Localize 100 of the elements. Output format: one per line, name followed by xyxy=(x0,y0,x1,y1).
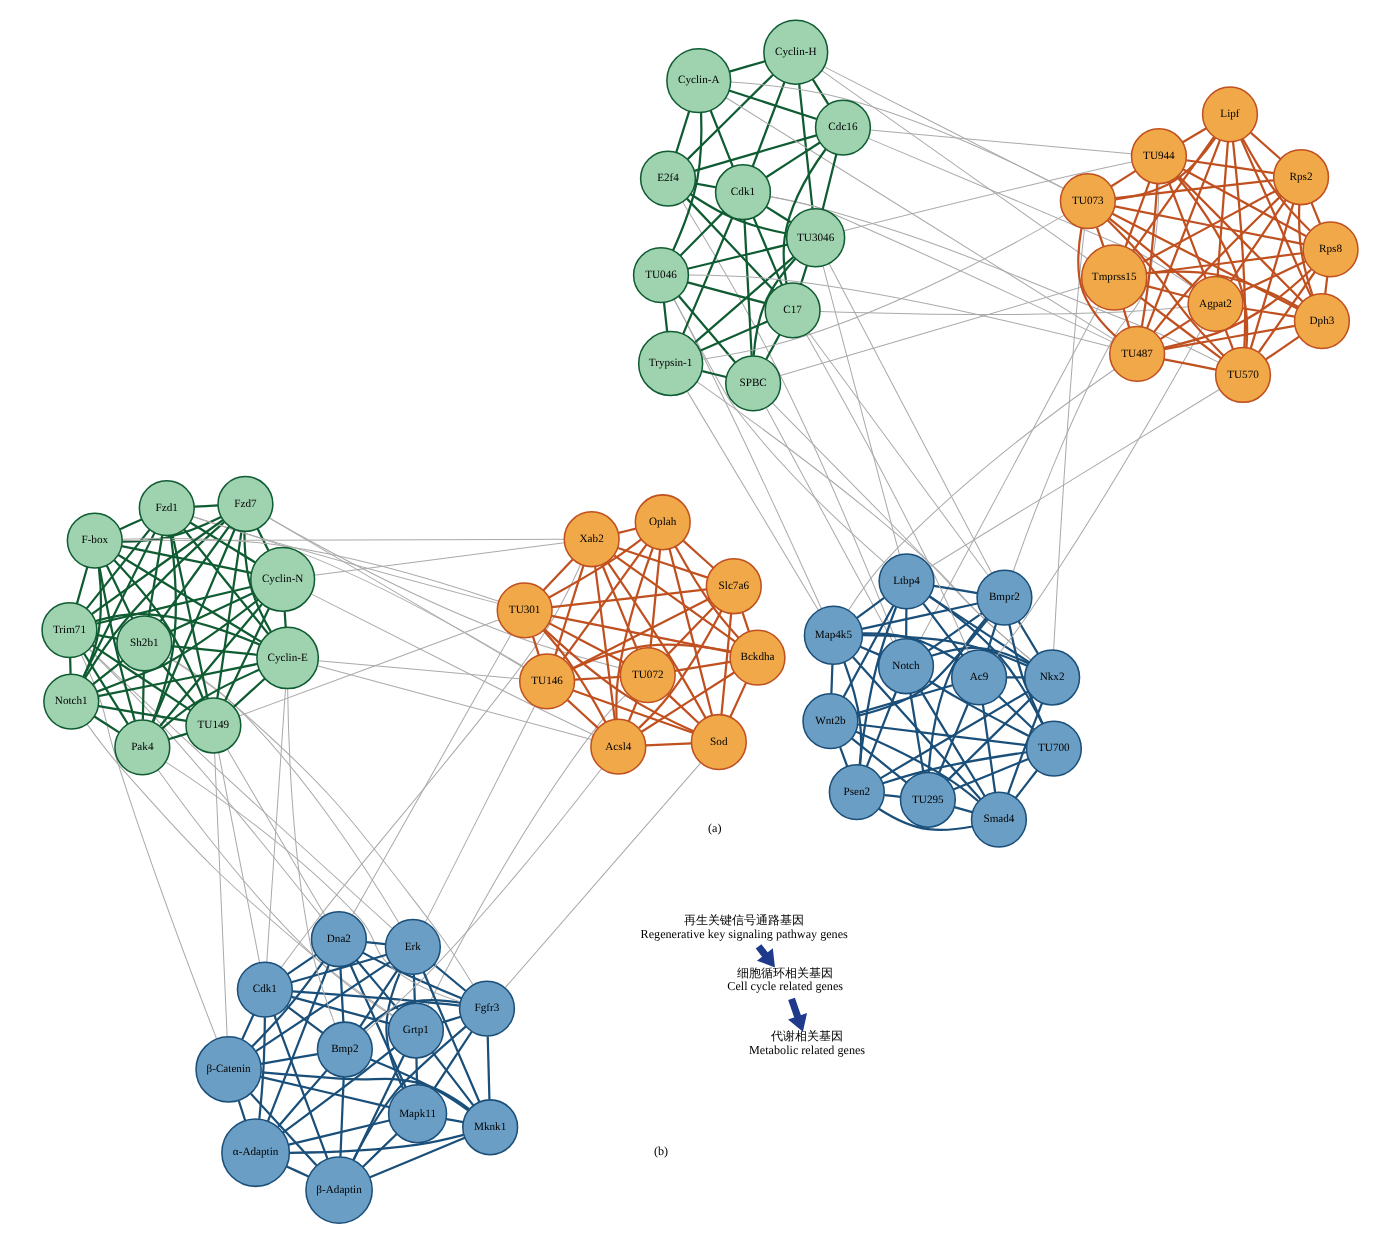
connector xyxy=(355,959,399,1011)
connector xyxy=(117,554,262,643)
connector xyxy=(572,689,694,734)
connector xyxy=(95,612,261,646)
connector xyxy=(96,598,259,693)
connector xyxy=(1241,138,1311,232)
connector xyxy=(237,1100,247,1121)
connector xyxy=(171,645,257,656)
connector xyxy=(928,680,1030,738)
connector xyxy=(843,161,1133,232)
connector xyxy=(700,320,768,352)
connector xyxy=(857,618,989,718)
connector xyxy=(365,767,603,1033)
connector xyxy=(905,608,908,639)
connector xyxy=(277,1069,328,1128)
connector xyxy=(667,693,700,725)
connector xyxy=(927,617,987,773)
connector xyxy=(673,298,822,609)
connector xyxy=(779,286,1084,377)
connector xyxy=(286,1165,309,1178)
connector xyxy=(218,752,261,963)
connector xyxy=(799,265,808,285)
connector xyxy=(260,1075,390,1109)
connector xyxy=(772,402,1032,661)
connector xyxy=(363,998,461,1031)
connector xyxy=(339,966,345,1022)
connector xyxy=(362,951,462,1000)
connector xyxy=(152,528,236,723)
connector xyxy=(266,688,286,963)
connector xyxy=(427,693,628,1007)
connector xyxy=(847,369,1115,611)
connector xyxy=(857,723,1027,747)
connector xyxy=(157,769,393,1017)
connector xyxy=(268,517,622,669)
connector xyxy=(805,333,970,653)
connector xyxy=(928,595,1044,724)
connector xyxy=(81,654,218,1040)
connector xyxy=(422,971,481,1103)
connector xyxy=(113,559,205,700)
connector xyxy=(165,761,461,1003)
connector xyxy=(668,548,714,716)
connector xyxy=(171,534,209,699)
connector xyxy=(933,584,978,595)
connector xyxy=(765,141,821,179)
connector xyxy=(1007,702,1044,794)
connector xyxy=(194,504,218,508)
connector xyxy=(192,516,499,604)
connector xyxy=(147,534,164,617)
connector xyxy=(266,964,330,1122)
connector xyxy=(686,390,819,611)
connector xyxy=(765,407,894,643)
connector xyxy=(189,521,257,564)
connector xyxy=(88,649,323,919)
connector xyxy=(687,243,788,270)
connector xyxy=(551,614,731,654)
connector xyxy=(98,705,187,723)
connector xyxy=(928,595,1030,664)
connector xyxy=(823,66,1064,190)
connector xyxy=(1177,175,1304,303)
connector xyxy=(288,1119,390,1146)
connector xyxy=(168,732,188,741)
connector xyxy=(433,963,467,992)
connector xyxy=(702,370,727,379)
connector xyxy=(690,193,787,235)
connector xyxy=(769,195,1113,343)
connector xyxy=(1012,183,1160,572)
connector xyxy=(694,256,795,343)
connector xyxy=(617,546,709,579)
connector xyxy=(159,525,231,622)
connector xyxy=(1163,358,1217,371)
connector xyxy=(694,182,716,189)
connector xyxy=(821,70,1088,260)
connector xyxy=(273,1015,329,1160)
connector xyxy=(96,633,118,640)
connector xyxy=(1231,141,1247,348)
connector xyxy=(291,953,387,984)
connector xyxy=(85,528,151,610)
connector xyxy=(682,217,734,335)
connector xyxy=(226,748,326,917)
connector xyxy=(349,963,407,1088)
connector xyxy=(238,619,500,717)
connector xyxy=(649,549,662,648)
connector xyxy=(830,664,834,694)
connector xyxy=(782,148,827,284)
connector xyxy=(216,531,243,699)
connector xyxy=(645,742,692,747)
connector xyxy=(696,381,1032,661)
connector xyxy=(88,648,393,929)
connector xyxy=(730,81,1065,189)
connector xyxy=(566,699,599,729)
connector xyxy=(819,306,1189,315)
connector xyxy=(504,762,702,989)
connector xyxy=(224,607,270,702)
connector xyxy=(1242,307,1295,318)
connector xyxy=(352,1025,467,1161)
connector xyxy=(606,561,707,719)
connector xyxy=(183,528,270,635)
connector xyxy=(688,274,1112,348)
connector xyxy=(851,737,907,784)
connector xyxy=(594,566,616,720)
